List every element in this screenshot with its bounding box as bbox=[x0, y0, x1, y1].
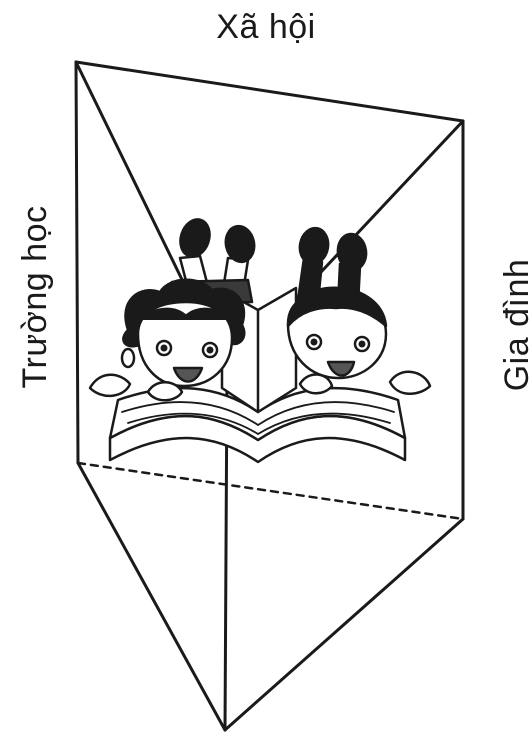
left-child-hand-left bbox=[90, 375, 130, 396]
prism-bottom-left-edge bbox=[78, 463, 225, 730]
children-reading-illustration bbox=[90, 216, 430, 462]
prism-hidden-edge bbox=[78, 463, 463, 519]
left-child-shoe-1 bbox=[176, 216, 214, 261]
left-child-pupil-right bbox=[207, 347, 214, 354]
prism-bottom-right-edge bbox=[225, 519, 463, 730]
right-child-hand-left bbox=[300, 374, 332, 393]
right-child-pupil-right bbox=[359, 341, 366, 348]
right-child-shoe-1 bbox=[297, 226, 331, 266]
right-child-hand-right bbox=[390, 372, 430, 394]
prism-top-edge bbox=[76, 62, 463, 121]
left-child-hand-right bbox=[148, 382, 182, 400]
prism-left-edge bbox=[76, 62, 78, 463]
left-child-pupil-left bbox=[161, 345, 168, 352]
right-child-pupil-left bbox=[311, 339, 318, 346]
left-child-ear bbox=[122, 349, 134, 367]
